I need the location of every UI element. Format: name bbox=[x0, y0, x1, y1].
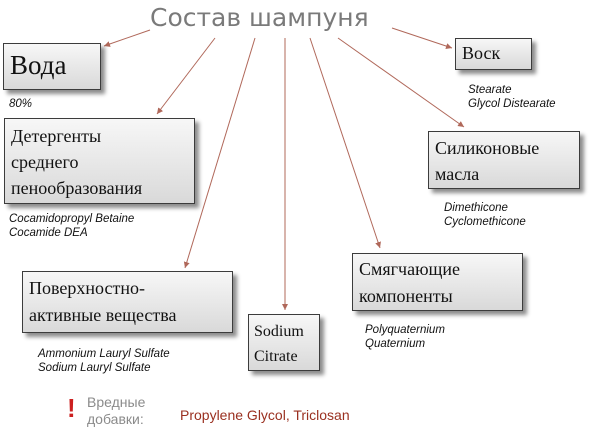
arrow-to-surfactants bbox=[183, 37, 256, 269]
component-box-wax: Воск bbox=[455, 38, 532, 70]
component-label-line: масла bbox=[435, 164, 480, 184]
arrow-to-wax bbox=[391, 27, 453, 49]
example-text: Cyclomethicone bbox=[444, 216, 526, 228]
component-examples-softeners: Polyquaternium Quaternium bbox=[365, 323, 445, 351]
example-text: Dimethicone bbox=[444, 202, 508, 214]
component-examples-water: 80% bbox=[9, 97, 32, 111]
example-text: Polyquaternium bbox=[365, 324, 445, 336]
example-text: Stearate bbox=[468, 84, 512, 96]
example-text: Cocamide DEA bbox=[9, 227, 88, 239]
component-label-line: компоненты bbox=[359, 286, 453, 306]
harmful-label-line: добавки: bbox=[87, 411, 144, 427]
component-box-water: Вода bbox=[3, 43, 101, 90]
example-text: Ammonium Lauryl Sulfate bbox=[38, 348, 170, 360]
arrow-to-detergents bbox=[156, 37, 216, 115]
component-box-softeners: Смягчающие компоненты bbox=[352, 253, 523, 311]
example-text: Quaternium bbox=[365, 338, 426, 350]
harmful-label-line: Вредные bbox=[87, 394, 146, 410]
component-examples-surfactants: Ammonium Lauryl Sulfate Sodium Lauryl Su… bbox=[38, 347, 170, 375]
component-label-line: Смягчающие bbox=[359, 259, 461, 279]
component-box-sodium-citrate: Sodium Citrate bbox=[248, 314, 320, 371]
component-label-line: Sodium bbox=[254, 323, 304, 340]
component-label-line: среднего bbox=[11, 152, 79, 172]
harmful-additives-label: Вредные добавки: bbox=[87, 394, 145, 428]
component-label-line: Поверхностно- bbox=[29, 278, 145, 298]
arrow-to-silicones bbox=[337, 37, 465, 128]
arrow-to-softeners bbox=[309, 37, 381, 249]
arrow-to-water bbox=[103, 29, 151, 47]
warning-icon: ! bbox=[67, 393, 76, 423]
diagram-title: Состав шампуня bbox=[150, 3, 369, 32]
harmful-additives-list: Propylene Glycol, Triclosan bbox=[180, 407, 350, 423]
example-text: 80% bbox=[9, 98, 33, 110]
component-box-detergents: Детергенты среднего пенообразования bbox=[4, 118, 195, 204]
component-examples-silicones: Dimethicone Cyclomethicone bbox=[444, 201, 526, 229]
component-label-line: пенообразования bbox=[11, 178, 143, 198]
component-label-line: Силиконовые bbox=[435, 138, 540, 158]
component-label-line: Citrate bbox=[254, 348, 298, 365]
component-examples-wax: Stearate Glycol Distearate bbox=[468, 83, 556, 111]
component-label-line: Детергенты bbox=[11, 126, 102, 146]
component-label: Воск bbox=[462, 43, 501, 63]
component-label: Вода bbox=[10, 50, 67, 80]
component-label-line: активные вещества bbox=[29, 305, 177, 325]
component-examples-detergents: Cocamidopropyl Betaine Cocamide DEA bbox=[9, 212, 134, 240]
component-box-silicones: Силиконовые масла bbox=[428, 131, 580, 189]
example-text: Sodium Lauryl Sulfate bbox=[38, 362, 151, 374]
example-text: Glycol Distearate bbox=[468, 98, 556, 110]
component-box-surfactants: Поверхностно- активные вещества bbox=[22, 271, 233, 333]
example-text: Cocamidopropyl Betaine bbox=[9, 213, 135, 225]
